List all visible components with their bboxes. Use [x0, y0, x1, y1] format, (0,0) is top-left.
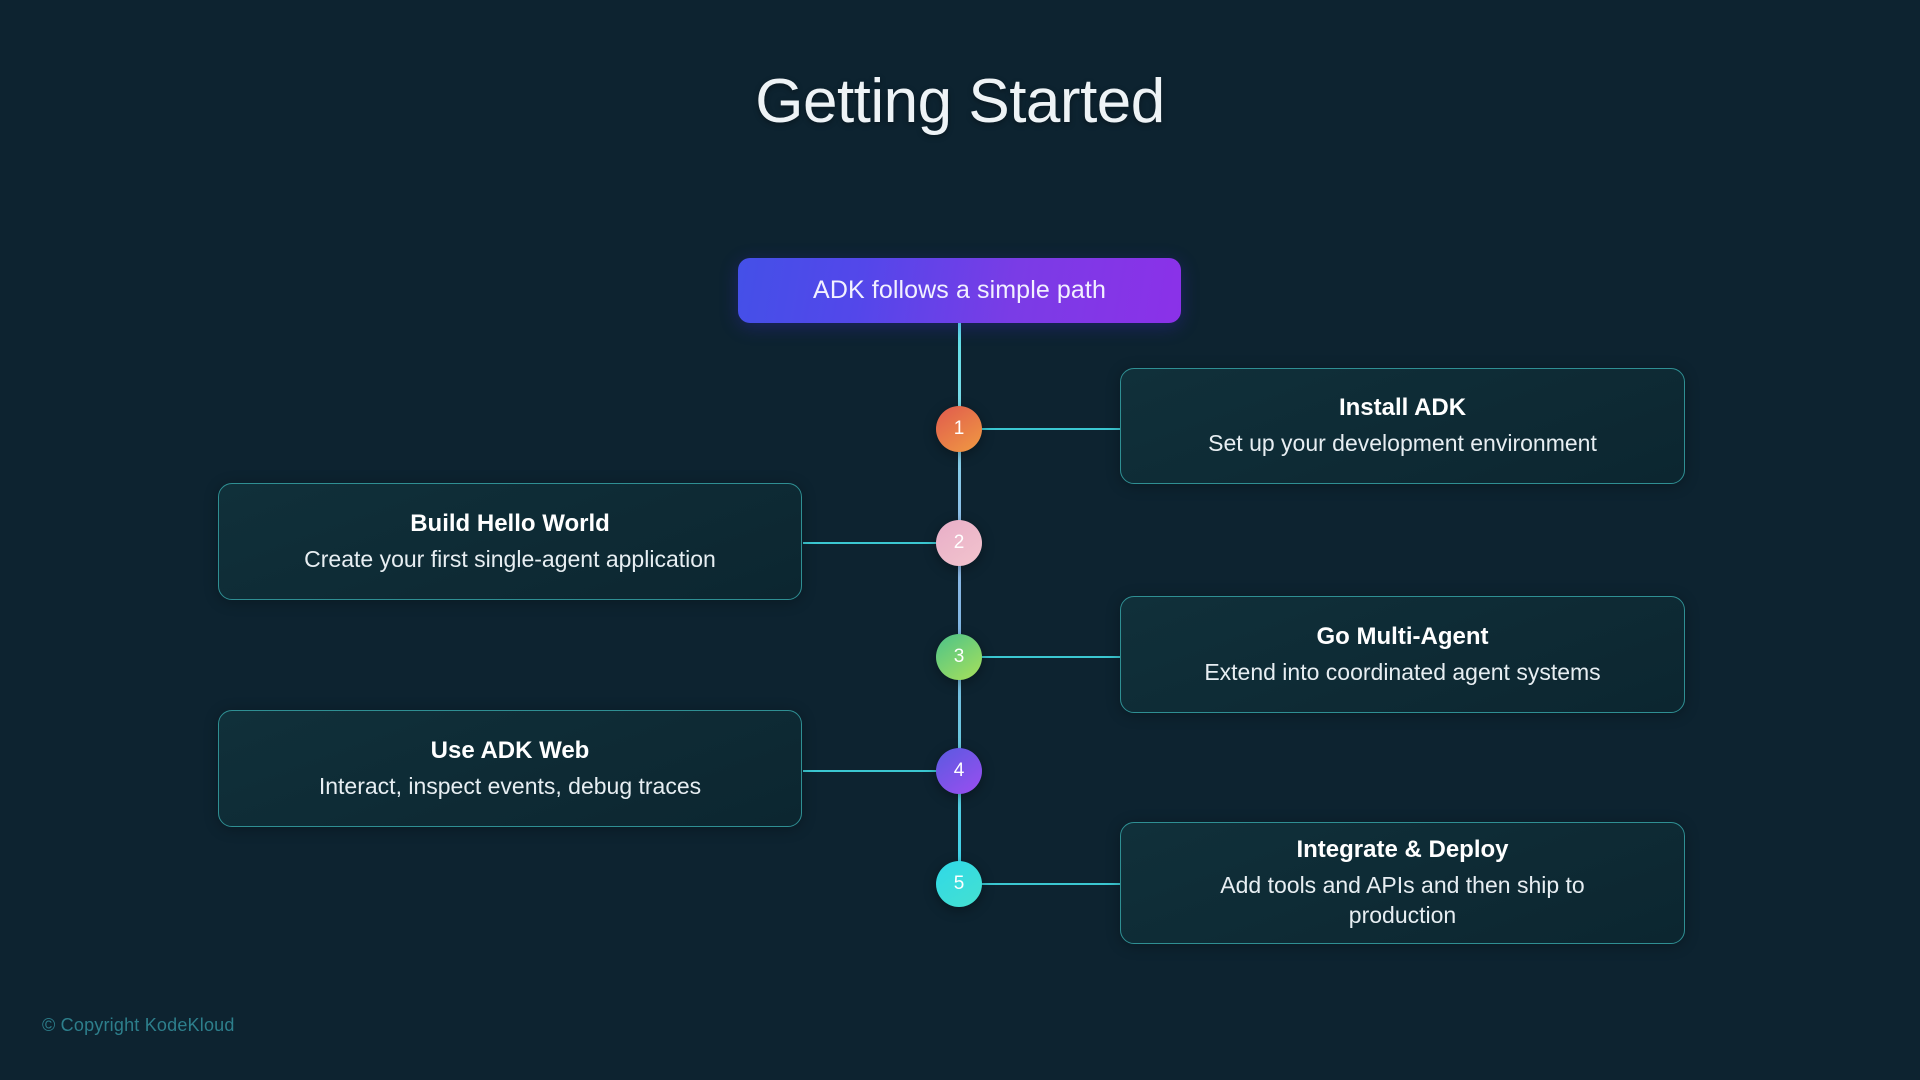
- timeline-spine: [958, 322, 961, 886]
- connector-step-4: [803, 770, 938, 772]
- timeline-node-4[interactable]: 4: [936, 748, 982, 794]
- timeline-node-5-number: 5: [953, 873, 965, 894]
- step-card-3-description: Extend into coordinated agent systems: [1204, 658, 1601, 685]
- step-card-5-description: Add tools and APIs and then ship to prod…: [1220, 872, 1585, 928]
- timeline-node-4-number: 4: [953, 760, 965, 781]
- footer-copyright: © Copyright KodeKloud: [42, 1015, 235, 1035]
- timeline-node-2-number: 2: [953, 532, 965, 553]
- connector-step-1: [981, 428, 1145, 430]
- timeline-node-1-number: 1: [953, 418, 965, 439]
- step-card-1-title: Install ADK: [1338, 394, 1467, 422]
- step-card-3[interactable]: Go Multi-Agent Extend into coordinated a…: [1120, 596, 1685, 713]
- step-card-2-description: Create your first single-agent applicati…: [304, 545, 716, 572]
- header-pill-badge[interactable]: ADK follows a simple path: [738, 258, 1181, 323]
- step-card-4-title: Use ADK Web: [430, 736, 590, 764]
- timeline-node-3[interactable]: 3: [936, 634, 982, 680]
- connector-step-5: [981, 883, 1120, 885]
- timeline-node-2[interactable]: 2: [936, 520, 982, 566]
- step-card-3-title: Go Multi-Agent: [1316, 622, 1489, 650]
- timeline-node-5[interactable]: 5: [936, 861, 982, 907]
- step-card-2[interactable]: Build Hello World Create your first sing…: [218, 483, 802, 600]
- connector-step-2: [803, 542, 938, 544]
- step-card-5[interactable]: Integrate & Deploy Add tools and APIs an…: [1120, 822, 1685, 944]
- step-card-4-description: Interact, inspect events, debug traces: [318, 772, 702, 799]
- step-card-4[interactable]: Use ADK Web Interact, inspect events, de…: [218, 710, 802, 827]
- timeline-node-3-number: 3: [953, 646, 965, 667]
- timeline-node-1[interactable]: 1: [936, 406, 982, 452]
- step-card-1[interactable]: Install ADK Set up your development envi…: [1120, 368, 1685, 484]
- header-pill-label: ADK follows a simple path: [813, 276, 1106, 304]
- step-card-5-title: Integrate & Deploy: [1296, 836, 1509, 864]
- page-title: Getting Started: [755, 67, 1165, 136]
- step-card-2-title: Build Hello World: [410, 509, 610, 537]
- step-card-1-description: Set up your development environment: [1208, 430, 1597, 457]
- connector-step-3: [981, 656, 1120, 658]
